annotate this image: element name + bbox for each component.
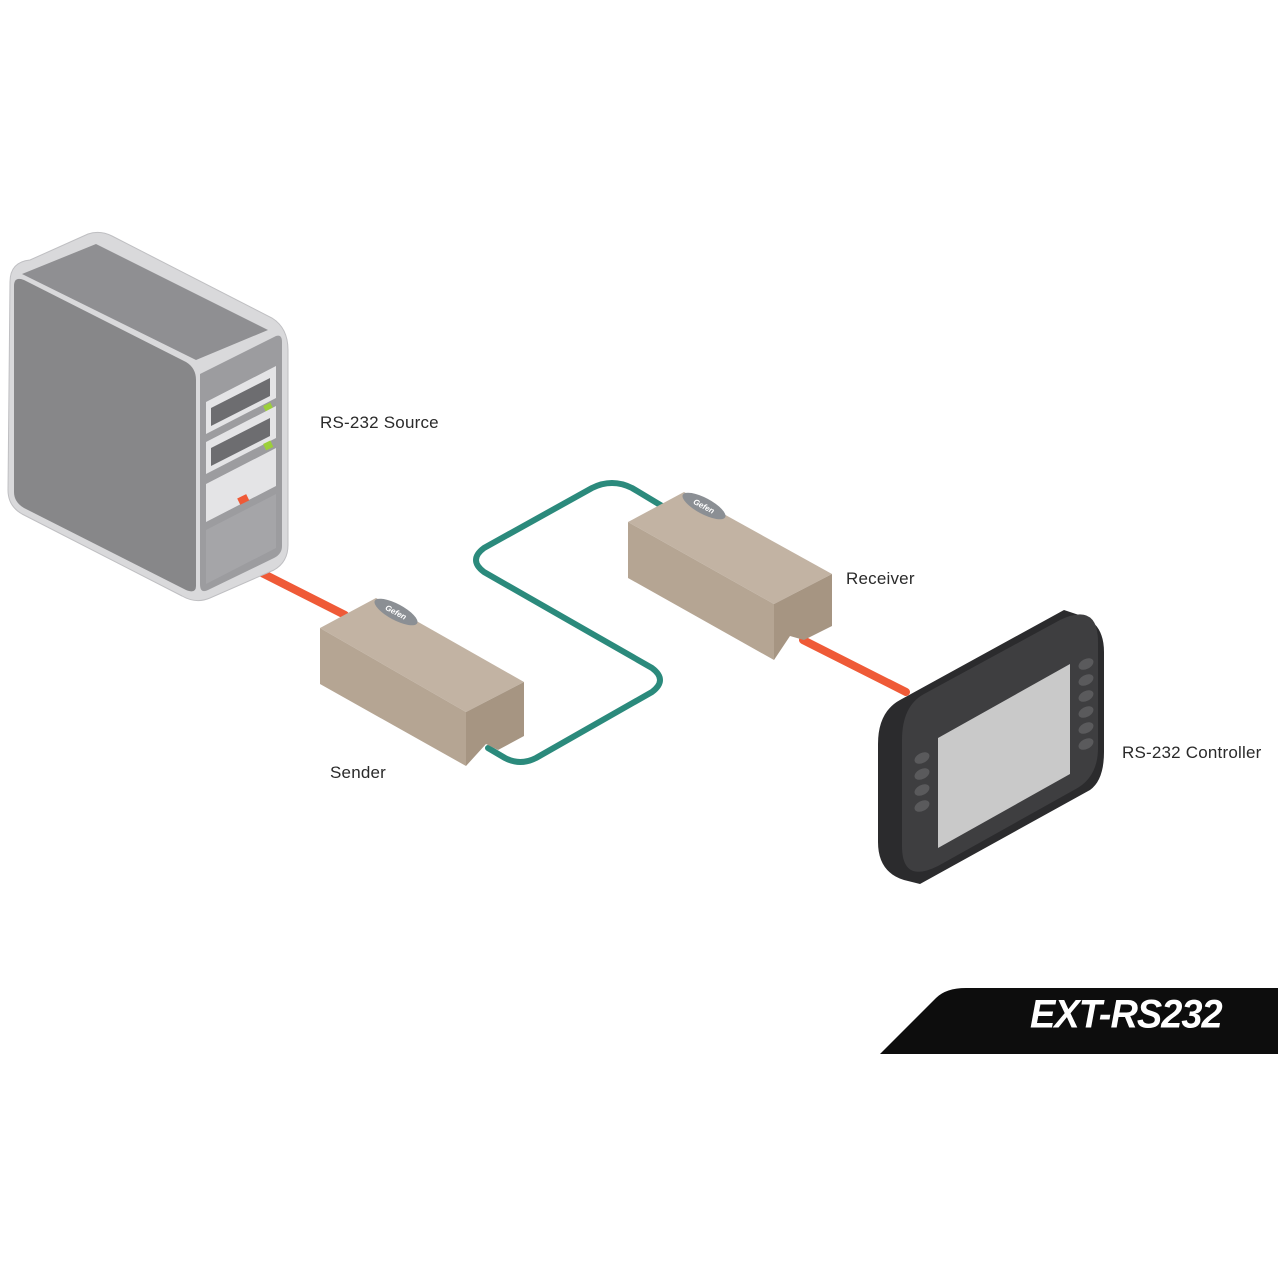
receiver-box: Gefen xyxy=(628,492,832,660)
touch-panel-icon xyxy=(878,610,1104,884)
product-name: EXT-RS232 xyxy=(1030,992,1223,1038)
receiver-label: Receiver xyxy=(846,569,915,588)
sender-label: Sender xyxy=(330,763,387,782)
cable-receiver-to-controller xyxy=(799,636,910,696)
controller-label: RS-232 Controller xyxy=(1122,743,1262,762)
source-label: RS-232 Source xyxy=(320,413,439,432)
sender-box: Gefen xyxy=(320,598,524,766)
product-banner xyxy=(880,988,1278,1054)
cable-sender-to-receiver xyxy=(473,480,665,765)
computer-tower-icon xyxy=(7,231,289,602)
